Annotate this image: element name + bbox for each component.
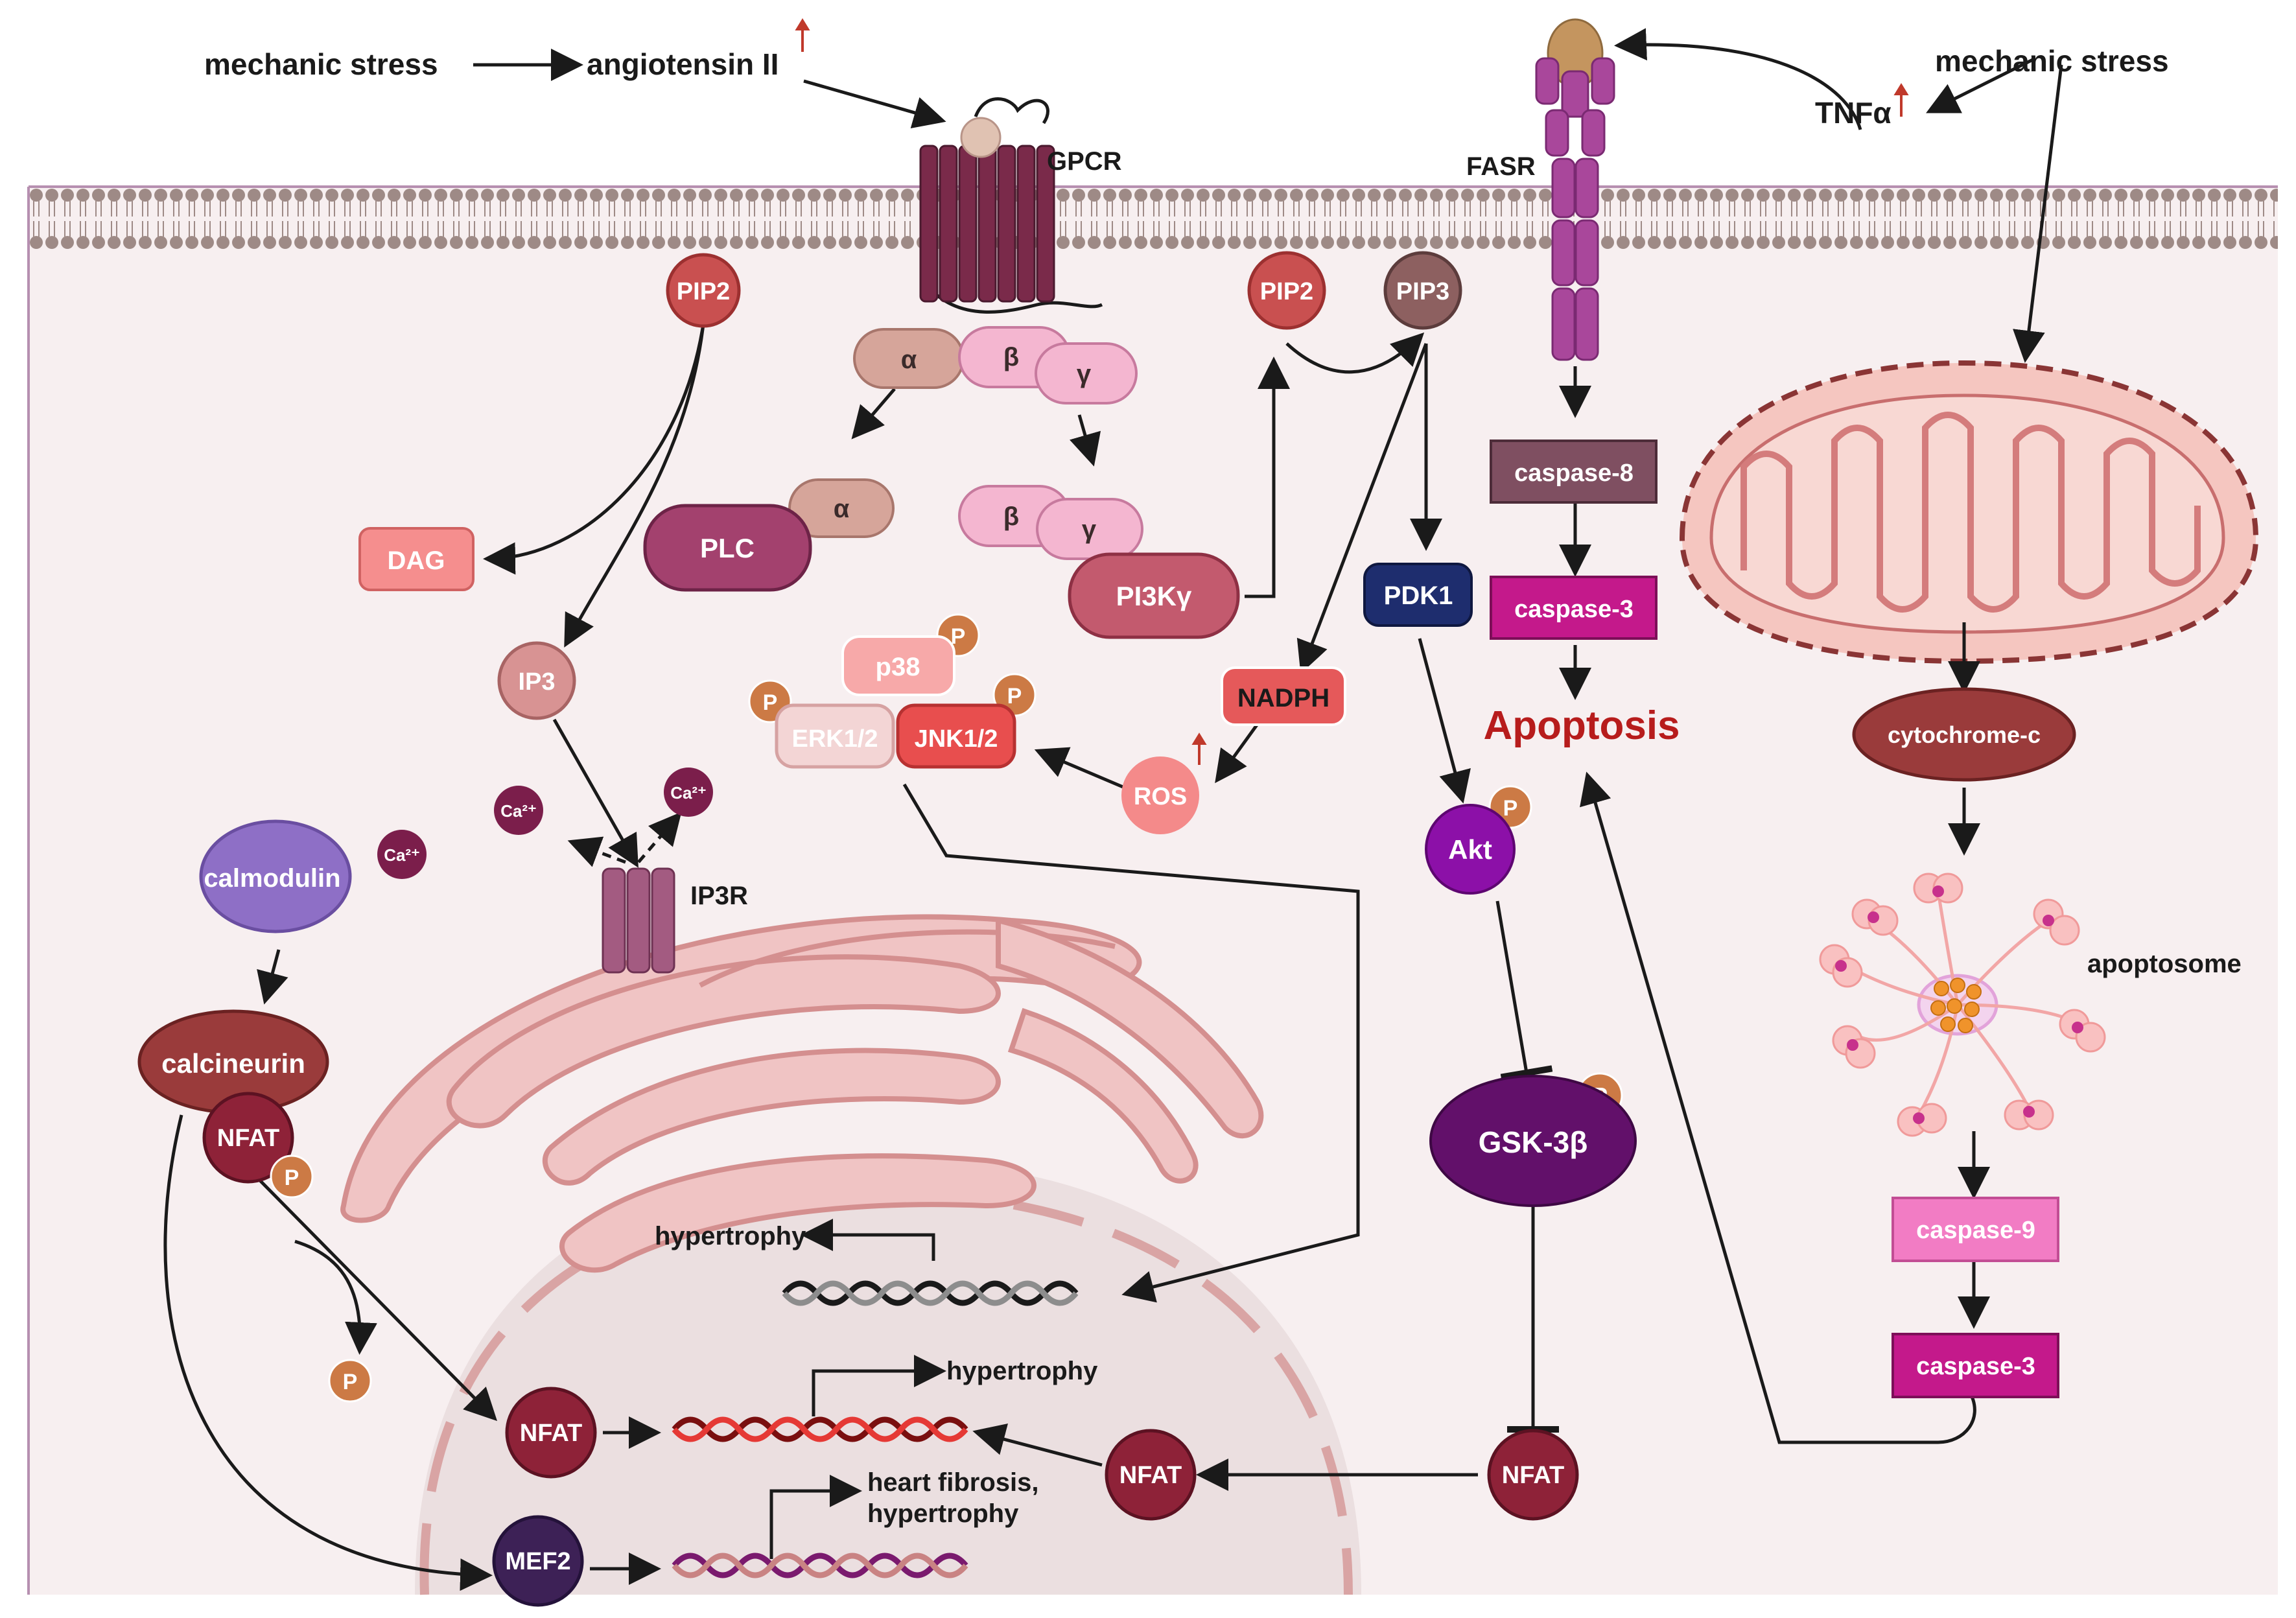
calcineurin-label: calcineurin [161,1048,305,1079]
svg-text:Ca²⁺: Ca²⁺ [384,845,420,865]
svg-text:γ: γ [1082,515,1097,544]
calcineurin-node: calcineurin [137,1009,329,1114]
hypertrophy-mid-label: hypertrophy [946,1357,1098,1385]
p38-label: p38 [876,653,920,681]
akt-label: Akt [1448,834,1492,865]
nfat-calcineurin-node: NFAT [202,1092,294,1184]
svg-text:P: P [343,1370,358,1394]
angiotensin-label: angiotensin II [587,47,779,81]
apoptosis-label: Apoptosis [1483,703,1680,748]
svg-text:β: β [1003,502,1019,531]
caspase8-node: caspase-8 [1490,440,1658,504]
jnk-label: JNK1/2 [915,725,998,753]
svg-text:P: P [1007,684,1022,709]
svg-text:NFAT: NFAT [1502,1462,1564,1489]
dna-strand-bottom [672,1553,968,1578]
erk-label: ERK1/2 [791,725,878,753]
jnk-node: JNK1/2 [896,703,1016,769]
ros-label: ROS [1134,783,1187,810]
svg-text:cytochrome-c: cytochrome-c [1888,721,2041,748]
nadph-node: NADPH [1221,666,1346,726]
ros-node: ROS [1121,756,1199,834]
akt-node: Akt [1425,804,1516,895]
apoptosome-label: apoptosome [2087,950,2242,978]
p38-node: p38 [841,635,955,696]
fas-receptor [1535,18,1615,361]
caspase3-top-node: caspase-3 [1490,576,1658,640]
ip3r-label: IP3R [690,882,748,910]
apoptosome [1819,873,2106,1137]
cytochrome-c-node: cytochrome-c [1852,687,2076,782]
svg-text:α: α [834,495,850,523]
nfat-middle-node: NFAT [1105,1429,1197,1521]
ip3r-channel [602,867,675,974]
ip3-node: IP3 [497,641,576,720]
svg-text:caspase-9: caspase-9 [1916,1217,2035,1244]
plc-label: PLC [700,533,755,563]
endoplasmic-reticulum [340,914,1264,1273]
dag-label: DAG [388,546,445,575]
svg-text:PIP3: PIP3 [1396,278,1449,305]
fasr-label: FASR [1466,152,1536,181]
dag-node: DAG [358,527,474,591]
svg-text:caspase-8: caspase-8 [1514,460,1634,487]
g-gamma-subunit: γ [1035,342,1138,404]
gsk3b-label: GSK-3β [1479,1125,1588,1159]
svg-text:Ca²⁺: Ca²⁺ [670,783,707,803]
tnfa-label: TNFα [1815,96,1892,130]
svg-text:NFAT: NFAT [520,1420,582,1447]
calmodulin-label: calmodulin [204,864,340,893]
svg-text:PIP2: PIP2 [1260,278,1313,305]
pip3-node: PIP3 [1383,251,1462,330]
caspase9-node: caspase-9 [1892,1197,2059,1262]
svg-text:caspase-3: caspase-3 [1916,1353,2035,1380]
erk-node: ERK1/2 [775,703,895,769]
cell-membrane [29,188,2278,250]
svg-text:caspase-3: caspase-3 [1514,596,1634,623]
heart-fibrosis-label-line2: hypertrophy [867,1499,1019,1528]
gpcr-label: GPCR [1047,147,1122,176]
mef2-node: MEF2 [492,1515,584,1607]
gpcr-receptor [919,97,1103,314]
svg-text:β: β [1003,343,1019,371]
pip2-left-label: PIP2 [677,278,730,305]
svg-text:P: P [763,690,778,715]
svg-text:P: P [951,624,966,649]
svg-text:γ: γ [1077,360,1092,388]
svg-text:P: P [285,1166,299,1190]
svg-text:NFAT: NFAT [1119,1462,1182,1489]
pi3k-gamma-enzyme: β γ PI3Kγ [958,485,1240,639]
pdk1-label: PDK1 [1384,581,1453,610]
g-alpha-subunit: α [853,328,965,389]
pip2-node-right: PIP2 [1247,251,1326,330]
gsk3b-node: GSK-3β [1429,1075,1637,1207]
svg-text:Ca²⁺: Ca²⁺ [500,801,537,821]
pip2-node-left: PIP2 [666,253,741,328]
svg-text:P: P [1503,796,1518,821]
increase-arrows [795,18,1909,765]
pdk1-node: PDK1 [1363,563,1473,627]
mitochondrion [1679,360,2259,664]
heart-fibrosis-label: heart fibrosis, [867,1468,1039,1497]
calcium-ion-left: Ca²⁺ [494,786,543,835]
ip3-label: IP3 [518,668,555,696]
dna-strand-top [782,1280,1079,1306]
hypertrophy-top-label: hypertrophy [655,1222,806,1250]
calmodulin-node: calmodulin Ca²⁺ [199,819,427,933]
nfat-nucleus-node: NFAT [505,1387,597,1479]
pi3k-label: PI3Kγ [1116,581,1192,611]
mechanic-stress-right-label: mechanic stress [1935,44,2169,78]
mechanic-stress-label: mechanic stress [204,47,438,81]
caspase3-bottom-node: caspase-3 [1892,1333,2059,1398]
calcium-ion-right: Ca²⁺ [664,768,713,817]
svg-text:MEF2: MEF2 [505,1548,570,1575]
nadph-label: NADPH [1237,684,1330,712]
plc-enzyme: α PLC [643,478,895,592]
nfat-right-node: NFAT [1487,1429,1579,1521]
dna-strand-middle [672,1416,968,1442]
svg-text:NFAT: NFAT [217,1125,279,1152]
svg-text:α: α [901,346,917,374]
